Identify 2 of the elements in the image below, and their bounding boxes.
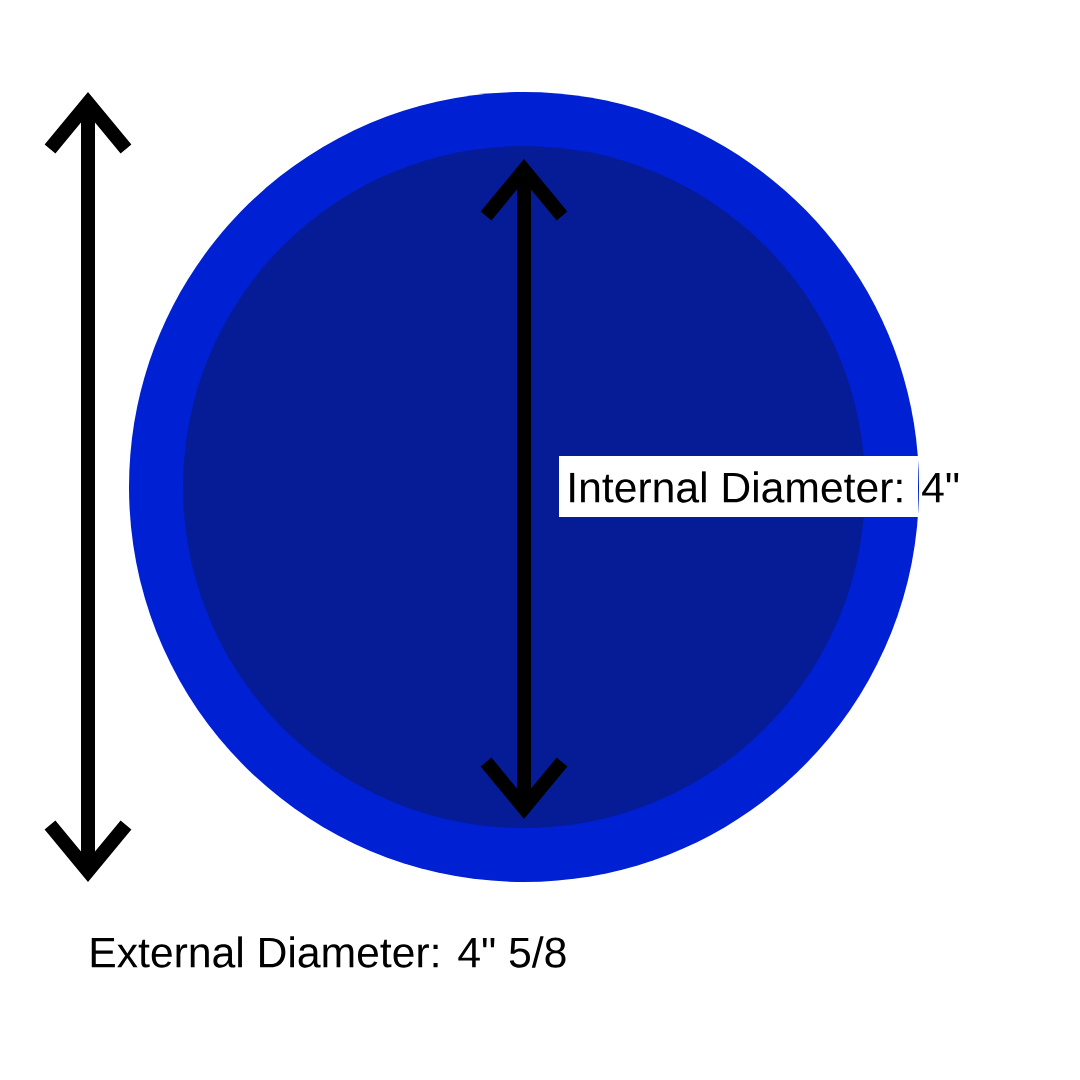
dimension-label: External Diameter: 4" 5/8 — [91, 936, 566, 968]
dimension-label: Internal Diameter: 4" — [559, 456, 959, 517]
